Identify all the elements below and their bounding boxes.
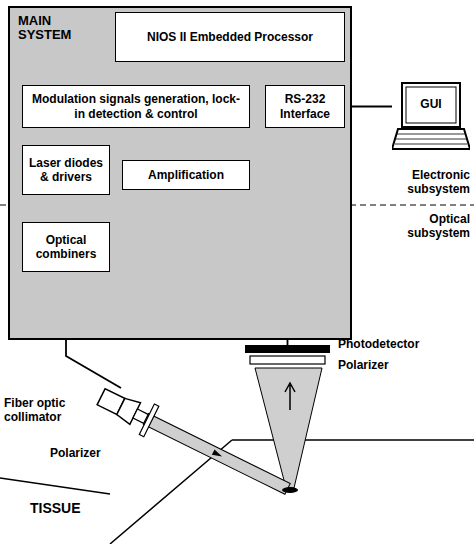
part-label: Polarizer [338,358,418,372]
photodetector: Photodetector [245,345,330,353]
screen-bezel [406,87,456,123]
node-label: NIOS II Embedded Processor [147,30,313,44]
node-label: RS-232 Interface [270,92,340,121]
process-box: NIOS II Embedded Processor [115,12,345,62]
beam-arrow [212,449,224,459]
node-label: Modulation signals generation, lock-in d… [27,92,245,121]
node-label: Amplification [148,168,224,182]
key-row [395,144,467,145]
housing-title: MAIN SYSTEM [18,14,108,43]
detected-light-cone [255,368,322,488]
tissue-spot [282,487,298,493]
collimator-assembly [94,381,296,504]
laptop-icon: GUI [392,82,470,152]
tissue-edge [0,478,110,494]
collimator: Fiber optic collimator [98,388,144,426]
process-box: RS-232 Interface [265,85,345,128]
signal-line [345,106,392,108]
node-label: Fiber optic collimator [4,396,90,425]
process-box: Amplification [122,160,250,190]
node-label: GUI [406,97,456,111]
node-label: Optical combiners [27,233,105,262]
laptop-screen [402,83,460,127]
key-row [396,139,466,140]
subsystem-label: Electronic subsystem [384,168,470,197]
process-box: Modulation signals generation, lock-in d… [22,85,250,128]
node-label: Photodetector [338,337,419,351]
light-arrow [285,383,295,410]
source-polarizer [139,404,159,437]
key-row [397,134,465,135]
system-housing: MAIN SYSTEM NIOS II Embedded ProcessorMod… [8,6,352,340]
region-label: TISSUE [30,500,120,517]
subsystem-label: Optical subsystem [384,212,470,241]
process-box: Optical combiners [22,222,110,272]
node-label: Laser diodes & drivers [27,156,105,185]
laptop-keyboard [392,129,470,149]
excitation-beam [143,413,290,494]
process-box: Laser diodes & drivers [22,145,110,195]
detector-polarizer [250,356,325,364]
laptop-outline [392,82,470,152]
part-label: Polarizer [50,446,130,460]
